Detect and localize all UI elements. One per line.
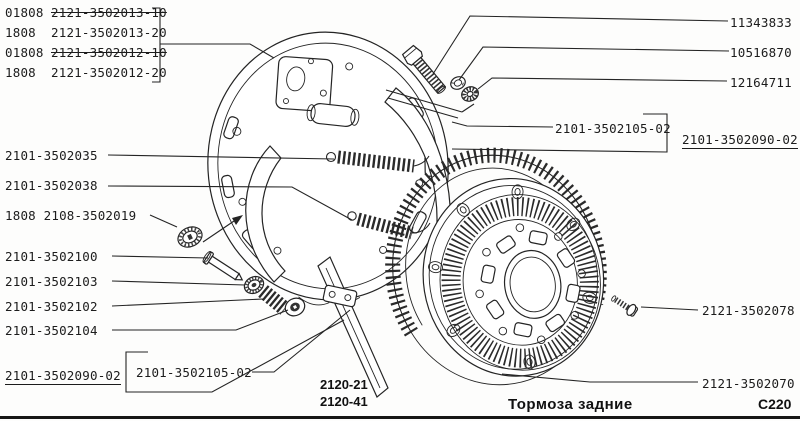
date-code: 1808 <box>5 25 36 40</box>
part-number-label-pin-spring: 2101-3502102 <box>5 299 98 314</box>
part-number-label-adjuster-screw: 2121-3502078 <box>702 303 795 318</box>
page-title: Тормоза задние <box>508 396 633 413</box>
part-number-label-lower-spring: 2101-3502038 <box>5 178 98 193</box>
screw-icon <box>611 295 639 317</box>
plug-arrow <box>202 215 243 243</box>
bolt-icon <box>401 44 447 94</box>
applicability-row: 1808 2121-3502013-20 <box>5 25 167 45</box>
part-number-label-nut: 12164711 <box>730 75 792 90</box>
nut-icon <box>461 86 479 102</box>
part-number-label-pin-washer: 2101-3502103 <box>5 274 98 289</box>
part-number: 2121-3502012-10 <box>51 45 167 60</box>
part-number-label-repair-kit-left: 2101-3502090-02 <box>5 368 121 385</box>
part-number: 2121-3502013-20 <box>51 25 167 40</box>
part-number-label-lock-washer: 10516870 <box>730 45 792 60</box>
part-number-label-bolt: 11343833 <box>730 15 792 30</box>
page-code: C220 <box>758 396 792 412</box>
parking-strut-drawing <box>385 89 475 119</box>
part-number-label-plug: 1808 2108-3502019 <box>5 208 137 223</box>
drum-bolt-holes <box>475 223 586 345</box>
part-number: 2121-3502012-20 <box>51 65 167 80</box>
shoe-anchor-drawing <box>322 284 358 308</box>
plug-icon <box>177 226 203 248</box>
date-code: 01808 <box>5 45 44 60</box>
pin-cup-icon <box>284 297 306 317</box>
brake-drum-drawing <box>385 147 607 386</box>
leader-lines <box>107 7 730 393</box>
model-code-1: 2120-21 <box>320 377 368 392</box>
date-code: 1808 <box>5 65 36 80</box>
part-number-label-upper-spring: 2101-3502035 <box>5 148 98 163</box>
applicability-row: 01808 2121-3502013-10 <box>5 5 167 25</box>
part-number-label-guide-pin: 2101-3502100 <box>5 249 98 264</box>
part-number-label-repair-kit-right: 2101-3502090-02 <box>682 132 798 149</box>
guide-pin-icon <box>202 250 244 281</box>
wheel-cylinder-drawing <box>306 103 360 127</box>
pin-spring-icon <box>258 285 290 315</box>
model-code-2: 2120-41 <box>320 394 368 409</box>
part-number-label-shoe-kit-right: 2101-3502105-02 <box>555 121 671 136</box>
lock-washer-icon <box>450 76 466 90</box>
upper-return-spring <box>325 150 430 173</box>
applicability-row: 01808 2121-3502012-10 <box>5 45 167 65</box>
applicability-box: 01808 2121-3502013-10 1808 2121-3502013-20… <box>5 5 167 85</box>
pin-washer-icon <box>243 275 265 295</box>
page-bottom-rule <box>0 416 800 419</box>
left-brake-shoe <box>245 145 286 283</box>
part-number-label-shoe-kit-left: 2101-3502105-02 <box>136 365 252 380</box>
date-code: 01808 <box>5 5 44 20</box>
part-number-label-brake-drum: 2121-3502070 <box>702 376 795 391</box>
part-number-label-pin-cup: 2101-3502104 <box>5 323 98 338</box>
drum-window-cutouts <box>480 230 581 338</box>
applicability-row: 1808 2121-3502012-20 <box>5 65 167 85</box>
part-number: 2121-3502013-10 <box>51 5 167 20</box>
lower-return-spring <box>347 211 431 240</box>
